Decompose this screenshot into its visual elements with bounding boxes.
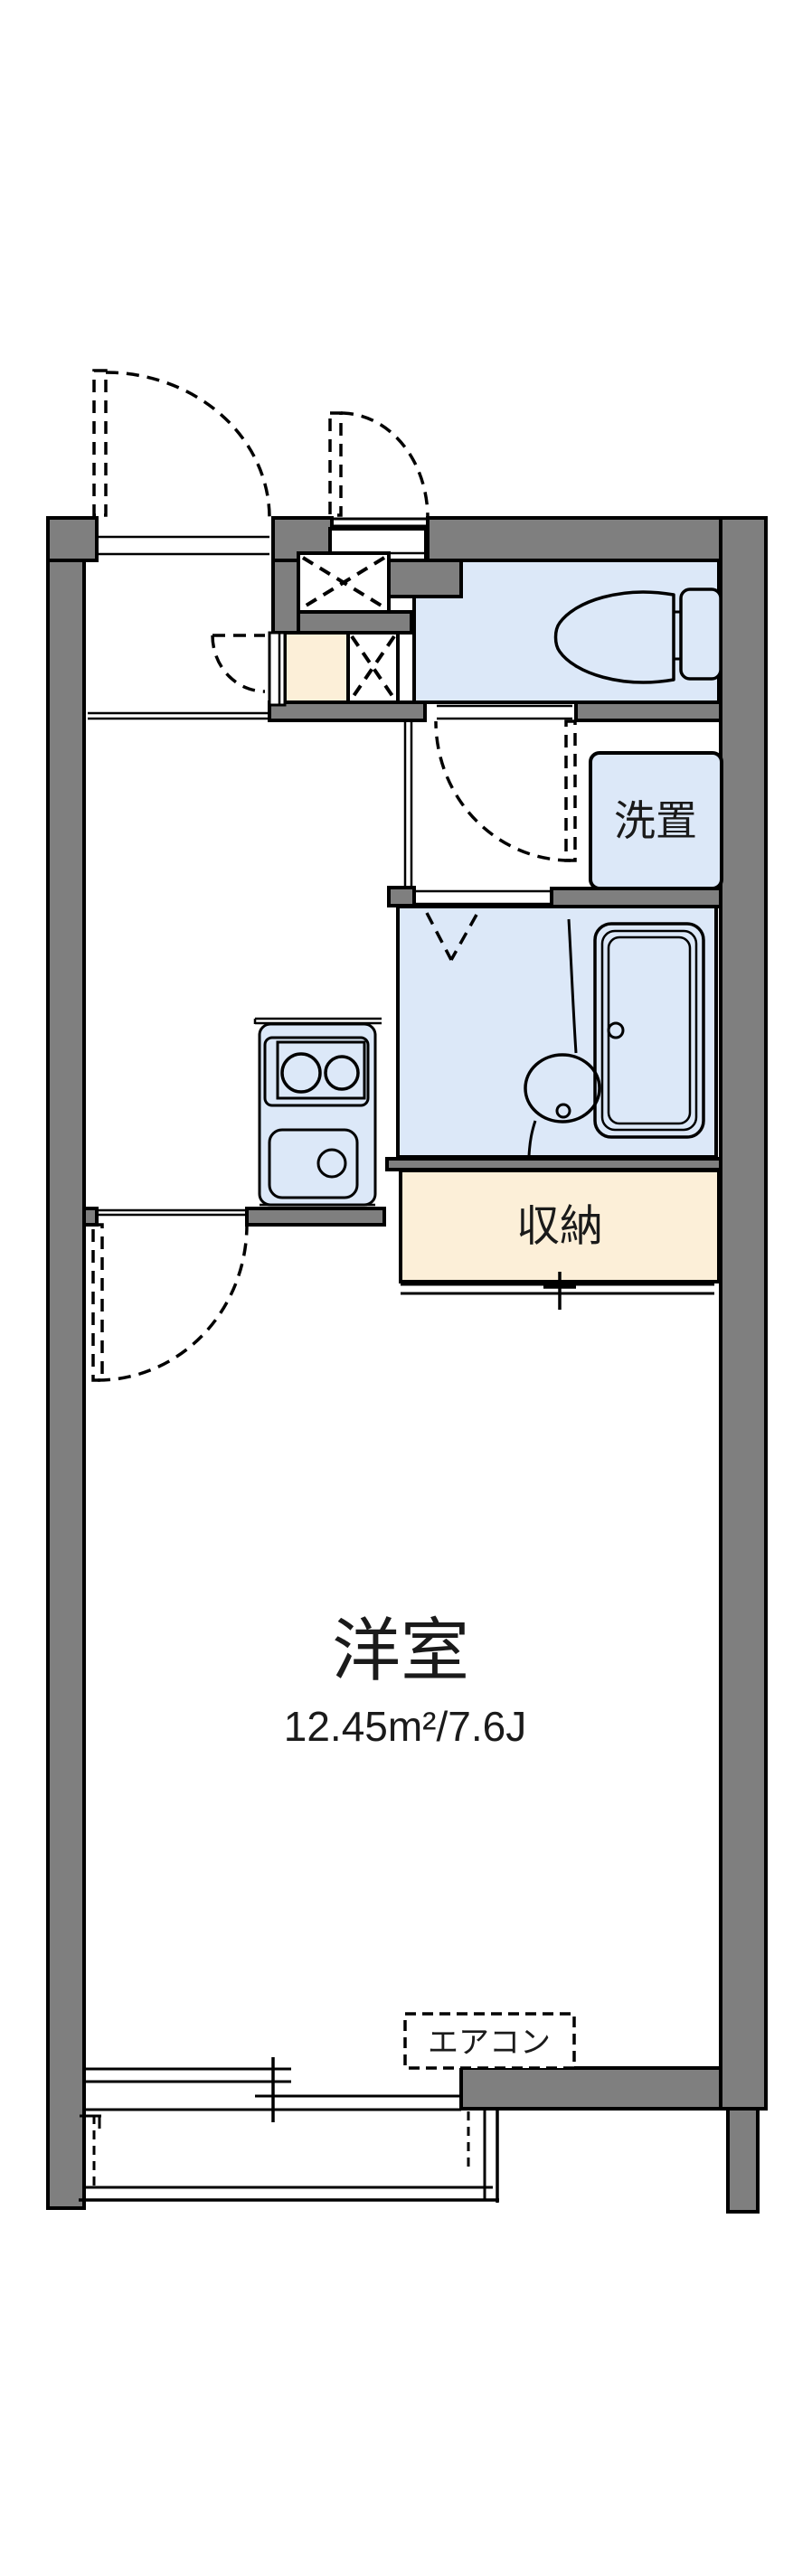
- thresholds: [97, 535, 572, 1217]
- storage-label: 収納: [516, 1203, 603, 1251]
- closet-door: [401, 1272, 714, 1310]
- right-outer-wall-lower: [726, 2107, 760, 2214]
- bath-top-wall-stub: [387, 886, 416, 907]
- kitchen-unit: [253, 1017, 382, 1207]
- room-door-leaf: [91, 1223, 104, 1382]
- window-balcony: [79, 2057, 499, 2203]
- genkan-wall-step: [387, 559, 463, 598]
- main-room-label: 洋室: [332, 1613, 469, 1690]
- hall-door-leaf: [564, 719, 577, 862]
- door-swing-arc: [105, 371, 271, 519]
- entrance-door-arc: [340, 411, 430, 519]
- genkan-wall-vert: [271, 559, 300, 635]
- doors: [91, 369, 577, 1382]
- hall-door-arc: [434, 720, 571, 862]
- walls: [46, 516, 768, 2214]
- rooms: [396, 559, 723, 1283]
- aircon-label: エアコン: [428, 2026, 551, 2060]
- top-wall-right: [426, 516, 768, 562]
- door-swing-arc: [211, 635, 266, 693]
- toilet-room: [412, 559, 721, 704]
- toilet-tank-icon: [679, 588, 722, 681]
- kitchen-room-wall-stub: [82, 1207, 99, 1227]
- burner-icon: [280, 1052, 322, 1094]
- door-frame: [268, 631, 287, 707]
- toilet-bowl-icon: [553, 590, 675, 684]
- sink-drain-icon: [316, 1148, 347, 1179]
- washer-pan: [589, 751, 723, 890]
- folding-bath-door: [425, 912, 478, 961]
- bathtub-rim: [600, 929, 698, 1132]
- bath-storage-divider: [385, 1157, 722, 1171]
- burner-icon: [324, 1055, 360, 1091]
- genkan-wall-bottom: [297, 610, 413, 635]
- basin-drain-icon: [555, 1103, 571, 1119]
- right-outer-wall: [719, 516, 768, 2111]
- storage-closet: [399, 1169, 721, 1283]
- tub-drain-icon: [607, 1021, 625, 1039]
- vanity-counter-edge2: [527, 1120, 537, 1157]
- left-outer-wall: [46, 516, 86, 2210]
- bath-fixtures: [425, 912, 705, 1157]
- main-room-size-label: 12.45m²/7.6J: [284, 1703, 526, 1750]
- toilet-fixture: [553, 588, 722, 684]
- bathtub-icon: [593, 922, 705, 1139]
- kitchen-room-wall: [245, 1207, 386, 1227]
- genkan-elements: [88, 517, 428, 720]
- wash-basin-icon: [524, 1053, 601, 1123]
- air-conditioner-position: [403, 2012, 576, 2070]
- door-leaf: [92, 369, 108, 517]
- labels: 洗置 収納 洋室 12.45m²/7.6J エアコン: [284, 797, 697, 2060]
- shoe-cabinet: [283, 631, 350, 704]
- top-wall-left: [46, 516, 99, 562]
- genkan-bottom-band: [268, 700, 427, 722]
- stove-outer: [263, 1036, 370, 1107]
- washer-label: 洗置: [614, 797, 697, 844]
- bath-top-wall: [550, 887, 722, 908]
- room-door-arc: [97, 1224, 249, 1382]
- toilet-bottom-wall: [574, 700, 722, 722]
- entrance-door-leaf: [328, 411, 343, 517]
- kitchen-sink-icon: [268, 1128, 359, 1199]
- stove-inner: [276, 1040, 366, 1100]
- room-bottom-wall: [459, 2066, 722, 2111]
- bathroom: [396, 905, 718, 1159]
- vanity-counter-edge: [567, 918, 578, 1054]
